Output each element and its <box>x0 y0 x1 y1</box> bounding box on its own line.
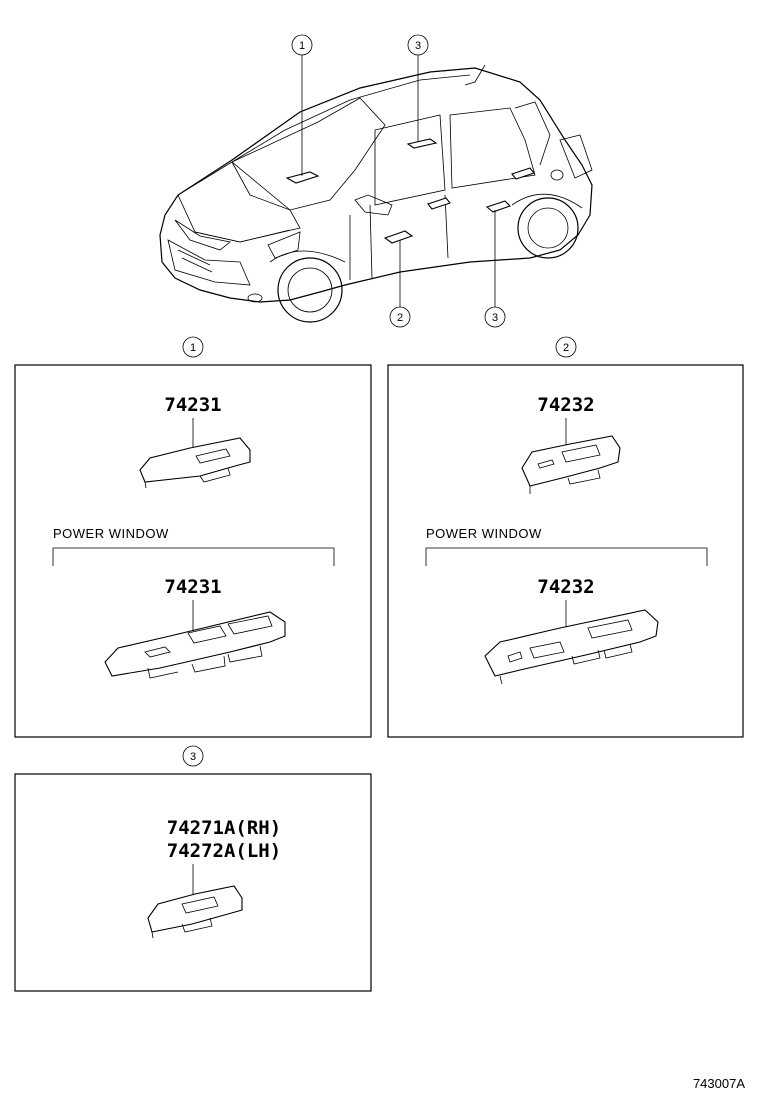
panel2-top-part <box>521 435 621 494</box>
callout-circle-3 <box>407 34 429 56</box>
panel1-section-label: POWER WINDOW <box>53 526 169 541</box>
panel1-callout: 1 <box>190 342 196 354</box>
callout-circle-1 <box>291 34 313 56</box>
panel1-bottom-part <box>104 611 286 679</box>
panel2-top-part-number: 74232 <box>537 394 594 416</box>
callout-circle-3b <box>484 306 506 328</box>
callout-car-top-3: 3 <box>415 40 421 52</box>
panel-3 <box>14 773 372 992</box>
panel1-bottom-part-number: 74231 <box>164 576 221 598</box>
panel2-bracket <box>425 547 708 566</box>
panel1-top-part-number: 74231 <box>164 394 221 416</box>
panel2-bottom-part <box>484 609 659 685</box>
panel3-part-number-lh: 74272A(LH) <box>167 840 281 862</box>
panel1-top-part <box>139 437 251 489</box>
panel-1 <box>14 364 372 738</box>
panel1-callout-circle <box>182 336 204 358</box>
figure-code: 743007A <box>693 1076 745 1091</box>
panel1-bracket <box>52 547 335 566</box>
panel-2 <box>387 364 744 738</box>
callout-car-bottom-3: 3 <box>492 312 498 324</box>
panel2-section-label: POWER WINDOW <box>426 526 542 541</box>
panel3-part-number-rh: 74271A(RH) <box>167 817 281 839</box>
panel3-part <box>147 885 243 939</box>
callout-car-bottom-2: 2 <box>397 312 403 324</box>
callout-car-top-1: 1 <box>299 40 305 52</box>
panel3-callout-circle <box>182 745 204 767</box>
panel2-callout: 2 <box>563 342 569 354</box>
panel2-bottom-part-number: 74232 <box>537 576 594 598</box>
panel3-callout: 3 <box>190 751 196 763</box>
panel2-callout-circle <box>555 336 577 358</box>
car-illustration <box>159 55 593 323</box>
callout-circle-2 <box>389 306 411 328</box>
